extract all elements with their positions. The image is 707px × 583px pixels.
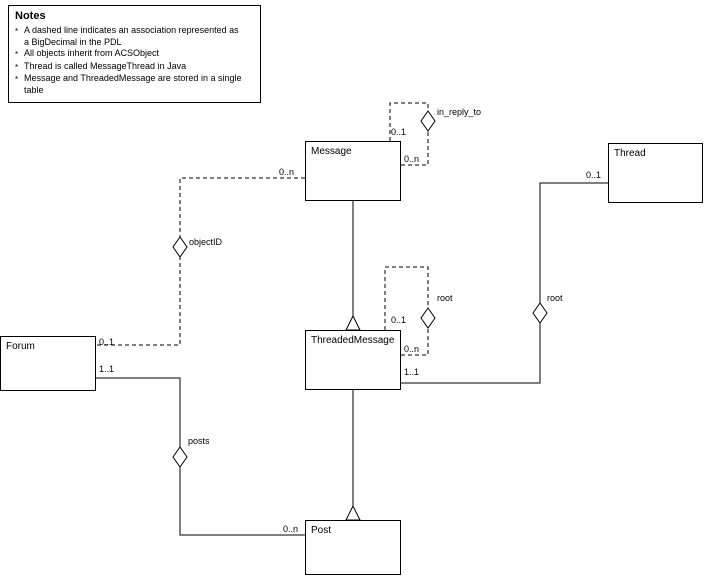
generalization-threadedmessage-post — [345, 390, 361, 521]
class-box-message: Message — [305, 141, 401, 201]
note-bullet: * — [15, 50, 19, 59]
note-bullet: * — [15, 75, 19, 84]
multiplicity-posts-post: 0..n — [283, 524, 299, 534]
generalization-message-threadedmessage — [345, 201, 361, 331]
generalization-arrow-icon — [345, 314, 361, 331]
role-label-objectid: objectID — [189, 237, 223, 247]
note-text: A dashed line indicates an association r… — [24, 25, 239, 47]
aggregation-diamond-icon — [532, 302, 548, 324]
note-item: * Thread is called MessageThread in Java — [15, 61, 254, 74]
note-item: * A dashed line indicates an association… — [15, 25, 254, 48]
association-root-self — [384, 266, 436, 356]
multiplicity-rootself-side: 0..n — [404, 344, 420, 354]
class-name-forum: Forum — [6, 341, 35, 352]
association-root-thread — [401, 182, 608, 384]
aggregation-diamond-icon — [420, 110, 436, 132]
note-bullet: * — [15, 27, 19, 36]
class-name-thread: Thread — [614, 148, 646, 159]
aggregation-diamond-icon — [420, 307, 436, 329]
multiplicity-objectid-forum: 0..1 — [99, 337, 115, 347]
association-in-reply-to — [389, 102, 436, 166]
association-posts — [96, 377, 305, 536]
multiplicity-rootself-top: 0..1 — [391, 315, 407, 325]
class-box-forum: Forum — [0, 336, 96, 391]
class-name-post: Post — [311, 525, 332, 536]
note-item: * Message and ThreadedMessage are stored… — [15, 73, 254, 96]
class-name-threadedmessage: ThreadedMessage — [311, 335, 395, 346]
note-text: Message and ThreadedMessage are stored i… — [24, 73, 242, 95]
class-box-threadedmessage: ThreadedMessage — [305, 330, 401, 390]
role-label-root-self: root — [437, 293, 453, 303]
role-label-in-reply-to: in_reply_to — [437, 107, 482, 117]
class-box-post: Post — [305, 520, 401, 575]
class-box-thread: Thread — [608, 143, 703, 203]
notes-box: Notes * A dashed line indicates an assoc… — [8, 5, 261, 103]
multiplicity-rootthread-tm: 1..1 — [404, 367, 420, 377]
multiplicity-objectid-message: 0..n — [279, 167, 295, 177]
note-bullet: * — [15, 62, 19, 72]
aggregation-diamond-icon — [172, 446, 188, 468]
multiplicity-inreplyto-side: 0..n — [404, 154, 420, 164]
note-item: * All objects inherit from ACSObject — [15, 48, 254, 61]
association-objectid — [96, 177, 305, 346]
multiplicity-rootthread-thread: 0..1 — [586, 170, 602, 180]
generalization-arrow-icon — [345, 504, 361, 521]
note-text: Thread is called MessageThread in Java — [24, 60, 187, 71]
class-name-message: Message — [311, 146, 352, 157]
notes-title: Notes — [15, 10, 46, 22]
multiplicity-inreplyto-top: 0..1 — [391, 127, 407, 137]
role-label-root-thread: root — [547, 293, 563, 303]
multiplicity-posts-forum: 1..1 — [99, 364, 115, 374]
role-label-posts: posts — [188, 436, 210, 446]
aggregation-diamond-icon — [172, 236, 188, 258]
note-text: All objects inherit from ACSObject — [24, 48, 160, 58]
